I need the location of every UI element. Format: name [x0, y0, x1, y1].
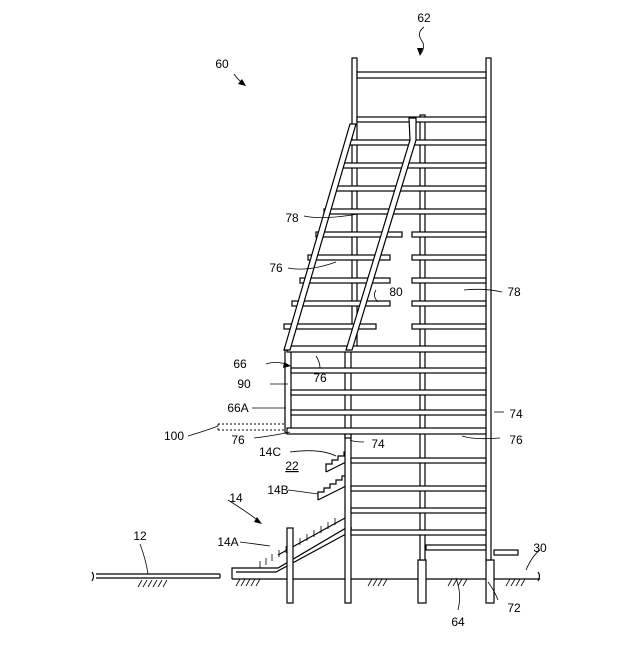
tower-verticals — [285, 58, 491, 560]
label-14a: 14A — [217, 535, 238, 549]
label-72: 72 — [507, 601, 521, 615]
ground-left — [92, 572, 220, 587]
label-66: 66 — [233, 357, 247, 371]
label-30: 30 — [533, 541, 547, 555]
label-78-right: 78 — [507, 285, 521, 299]
label-62: 62 — [417, 11, 431, 25]
leader-lines — [140, 27, 540, 610]
label-64: 64 — [451, 615, 465, 629]
label-76-mid: 76 — [313, 371, 327, 385]
label-76-upper: 76 — [269, 261, 283, 275]
label-22: 22 — [285, 459, 299, 473]
label-76-left: 76 — [231, 433, 245, 447]
label-66a: 66A — [227, 401, 248, 415]
label-80: 80 — [389, 285, 403, 299]
top-crossbar — [357, 72, 486, 78]
seating-tier-b — [318, 476, 346, 500]
label-90: 90 — [237, 377, 251, 391]
label-74-right: 74 — [509, 407, 523, 421]
label-12: 12 — [133, 529, 147, 543]
label-60: 60 — [215, 57, 229, 71]
label-74-lower: 74 — [371, 437, 385, 451]
label-100: 100 — [164, 429, 184, 443]
label-14c: 14C — [259, 445, 281, 459]
cantilever — [218, 424, 285, 430]
foundation-posts — [287, 430, 494, 603]
label-14: 14 — [229, 491, 243, 505]
label-78-left: 78 — [285, 211, 299, 225]
label-76-right: 76 — [509, 433, 523, 447]
label-14b: 14B — [267, 483, 288, 497]
